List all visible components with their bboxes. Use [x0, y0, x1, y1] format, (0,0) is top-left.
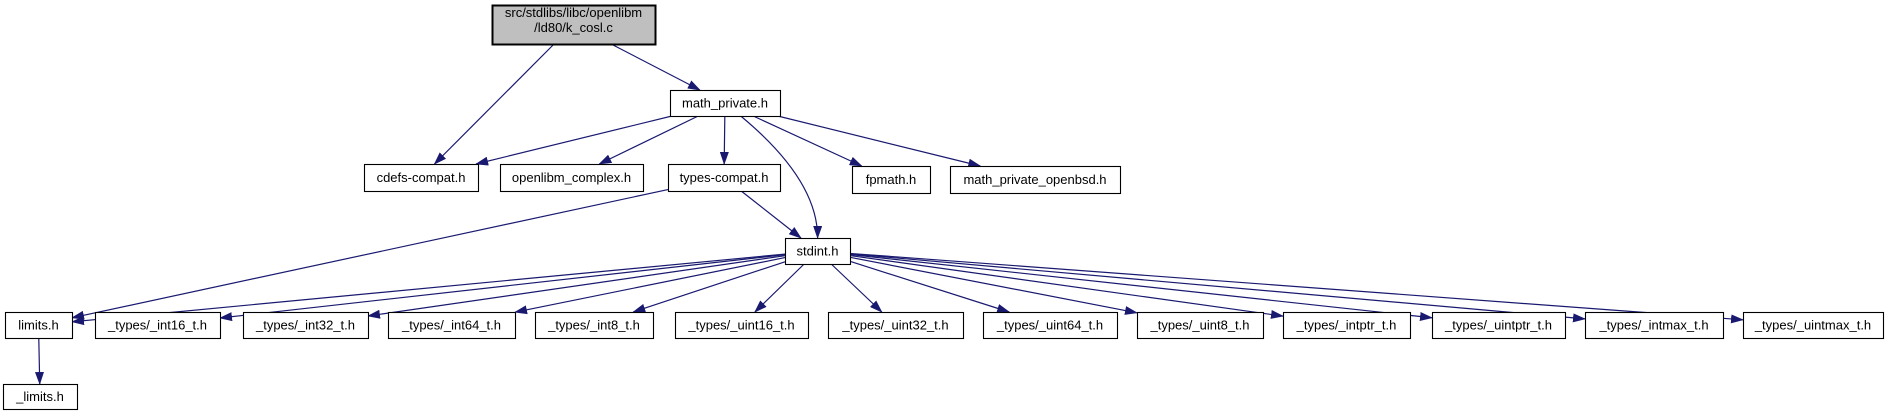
node-box [1742, 311, 1885, 340]
node-math_private_openbsd[interactable]: math_private_openbsd.h [949, 165, 1122, 195]
node-int8[interactable]: _types/_int8_t.h [534, 311, 655, 340]
node-intmax[interactable]: _types/_intmax_t.h [1584, 311, 1725, 340]
node-box [669, 89, 782, 118]
node-box [363, 163, 480, 193]
edge-math_private-to-types_compat [719, 115, 729, 165]
node-box [1282, 311, 1412, 340]
edge-root-to-cdefs_compat [433, 43, 555, 165]
node-box [674, 311, 810, 340]
node-label: _types/_uintptr_t.h [1444, 318, 1552, 333]
edge-math_private-to-openlibm_complex [598, 115, 699, 165]
node-box [491, 4, 657, 46]
edge-stdint-to-uint8 [849, 256, 1138, 315]
node-label: _types/_uint32_t.h [841, 318, 948, 333]
edge-math_private-to-cdefs_compat [475, 115, 673, 166]
node-box [242, 311, 370, 340]
node-label: fpmath.h [866, 172, 917, 187]
node-box [4, 311, 74, 340]
node-uint64[interactable]: _types/_uint64_t.h [982, 311, 1119, 340]
node-limits[interactable]: limits.h [4, 311, 74, 340]
node-box [949, 165, 1122, 195]
node-box [94, 311, 222, 340]
node-box [387, 311, 517, 340]
node-uint8[interactable]: _types/_uint8_t.h [1136, 311, 1265, 340]
node-box [1136, 311, 1265, 340]
edge-limits-to-_limits [34, 337, 44, 385]
edge-stdint-to-uintptr [849, 253, 1433, 321]
node-label: math_private.h [682, 96, 768, 111]
node-layer: src/stdlibs/libc/openlibm/ld80/k_cosl.cm… [2, 4, 1885, 411]
edge-stdint-to-int64 [514, 256, 786, 315]
edge-layer [34, 43, 1744, 385]
node-box [827, 311, 965, 340]
node-fpmath[interactable]: fpmath.h [851, 165, 932, 195]
edge-types_compat-to-stdint [740, 190, 802, 239]
edge-stdint-to-intptr [849, 254, 1284, 319]
node-label: types-compat.h [680, 170, 769, 185]
node-label: _limits.h [15, 389, 64, 404]
edge-math_private-to-stdint [740, 115, 823, 239]
node-box [784, 237, 852, 266]
node-box [851, 165, 932, 195]
node-label: stdint.h [797, 244, 839, 259]
node-stdint[interactable]: stdint.h [784, 237, 852, 266]
node-types_compat[interactable]: types-compat.h [667, 163, 782, 193]
node-label: _types/_uint64_t.h [996, 318, 1103, 333]
node-uint16[interactable]: _types/_uint16_t.h [674, 311, 810, 340]
node-cdefs_compat[interactable]: cdefs-compat.h [363, 163, 480, 193]
edge-math_private-to-math_private_openbsd [777, 115, 982, 168]
node-label: _types/_int16_t.h [107, 318, 207, 333]
node-openlibm_complex[interactable]: openlibm_complex.h [499, 163, 645, 193]
node-int64[interactable]: _types/_int64_t.h [387, 311, 517, 340]
node-label: _types/_int64_t.h [401, 318, 501, 333]
edge-math_private-to-fpmath [752, 115, 863, 167]
node-uint32[interactable]: _types/_uint32_t.h [827, 311, 965, 340]
node-int32[interactable]: _types/_int32_t.h [242, 311, 370, 340]
node-label: _types/_intmax_t.h [1598, 318, 1708, 333]
node-box [667, 163, 782, 193]
edge-types_compat-to-limits [71, 188, 669, 320]
node-box [499, 163, 645, 193]
edge-stdint-to-uint32 [830, 263, 883, 313]
edge-stdint-to-int16 [219, 254, 786, 322]
edge-root-to-math_private [610, 43, 701, 91]
edge-stdint-to-limits [71, 253, 786, 326]
node-label: _types/_uintmax_t.h [1754, 318, 1871, 333]
node-box [1584, 311, 1725, 340]
node-label: _types/_intptr_t.h [1296, 318, 1397, 333]
node-box [1431, 311, 1567, 340]
node-box [534, 311, 655, 340]
node-label: _types/_int32_t.h [255, 318, 355, 333]
node-label: openlibm_complex.h [512, 170, 631, 185]
edge-stdint-to-int8 [632, 261, 786, 313]
node-box [2, 383, 79, 411]
edge-stdint-to-uintmax [849, 252, 1744, 324]
node-label: _types/_uint16_t.h [687, 318, 794, 333]
edge-stdint-to-int32 [367, 255, 786, 319]
node-label: _types/_uint8_t.h [1149, 318, 1249, 333]
node-box [982, 311, 1119, 340]
edge-stdint-to-intmax [849, 253, 1586, 323]
node-label: limits.h [18, 318, 58, 333]
node-label: cdefs-compat.h [377, 170, 466, 185]
node-label: src/stdlibs/libc/openlibm/ld80/k_cosl.c [505, 5, 642, 35]
node-_limits[interactable]: _limits.h [2, 383, 79, 411]
node-label: math_private_openbsd.h [963, 172, 1106, 187]
edge-stdint-to-uint16 [754, 263, 805, 313]
node-root[interactable]: src/stdlibs/libc/openlibm/ld80/k_cosl.c [491, 4, 657, 46]
node-math_private[interactable]: math_private.h [669, 89, 782, 118]
edge-stdint-to-uint64 [849, 260, 1011, 313]
node-intptr[interactable]: _types/_intptr_t.h [1282, 311, 1412, 340]
node-label: _types/_int8_t.h [547, 318, 640, 333]
node-int16[interactable]: _types/_int16_t.h [94, 311, 222, 340]
node-uintptr[interactable]: _types/_uintptr_t.h [1431, 311, 1567, 340]
node-uintmax[interactable]: _types/_uintmax_t.h [1742, 311, 1885, 340]
